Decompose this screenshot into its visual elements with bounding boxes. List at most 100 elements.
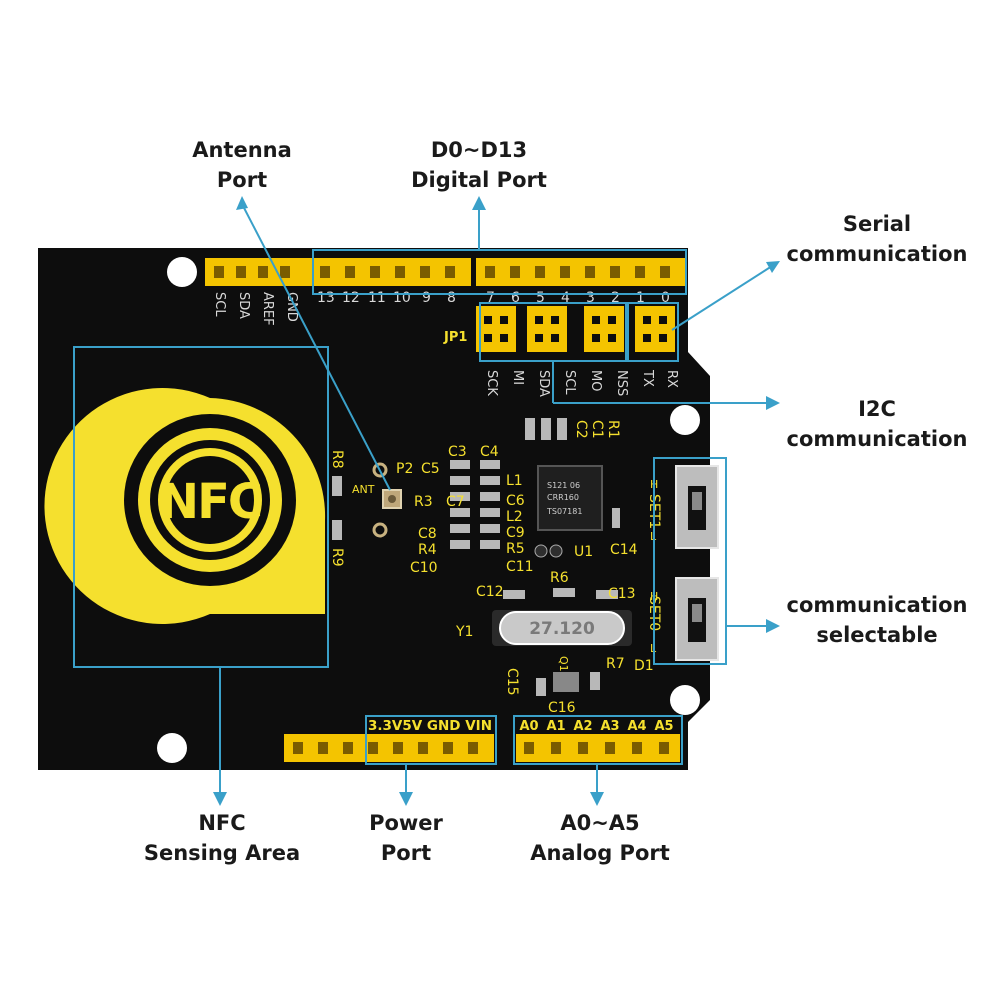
power-port-box (365, 715, 497, 765)
callout-i2c-communication: I2C communication (782, 394, 972, 454)
callout-arrows (213, 196, 780, 806)
pin-number: 11 (368, 290, 386, 306)
callout-line: I2C (858, 397, 896, 421)
callout-line: communication (786, 593, 968, 617)
jumper-signal: MI (510, 370, 525, 385)
component-label: C10 (410, 560, 438, 576)
callout-line: selectable (816, 623, 938, 647)
pin-label: SDA (236, 292, 251, 319)
component-label: L1 (506, 473, 523, 489)
component-label: C16 (548, 700, 576, 716)
component-label: P2 (396, 461, 413, 477)
callout-serial-communication: Serial communication (782, 209, 972, 269)
component-label: D1 (634, 658, 654, 674)
analog-pin-label: A4 (627, 719, 646, 734)
component-label: R7 (606, 656, 625, 672)
pin-number: 12 (342, 290, 360, 306)
component-labels: C2 C1 R1 C3 C4 R8 P2 C5 ANT L1 C6 R3 C7 … (329, 420, 662, 716)
digital-port-box (312, 249, 687, 295)
component-label: R5 (506, 541, 525, 557)
component-label: C14 (610, 542, 638, 558)
component-label: C15 (504, 668, 520, 696)
jumper-signal: SDA (536, 370, 551, 397)
analog-pin-label: A5 (654, 719, 673, 734)
arrow-serial (671, 265, 773, 331)
analog-pin-label: A1 (546, 719, 565, 734)
header-top-right (476, 258, 686, 286)
header-bottom-right (516, 734, 680, 762)
component-label: Y1 (455, 624, 473, 640)
switch-set1 (675, 465, 719, 549)
callout-line: Port (380, 841, 432, 865)
pin-number: 0 (661, 290, 670, 306)
callout-line: A0~A5 (560, 811, 640, 835)
pin-number: 5 (536, 290, 545, 306)
callout-line: Sensing Area (143, 841, 301, 865)
crystal-text: 27.120 (529, 619, 595, 639)
component-label: C4 (480, 444, 499, 460)
analog-pin-label: A3 (600, 719, 619, 734)
header-top-mid (313, 258, 471, 286)
pin-number: 9 (422, 290, 431, 306)
callout-line: Antenna (192, 138, 292, 162)
chip-text: CRR160 (547, 493, 579, 502)
analog-pin-labels: A0 A1 A2 A3 A4 A5 (519, 719, 673, 734)
pin-number: 4 (561, 290, 570, 306)
pin-number: 3 (586, 290, 595, 306)
mount-hole (670, 685, 700, 715)
component-label: R1 (605, 420, 621, 439)
arrowhead (766, 619, 780, 633)
callout-line: communication (786, 427, 968, 451)
power-header-label: 3.3V5V GND VIN (368, 719, 492, 734)
switch-set0 (675, 577, 719, 661)
arrowhead (766, 396, 780, 410)
smd-components (332, 418, 620, 696)
antenna-connector (372, 462, 402, 538)
component-label: C9 (506, 525, 525, 541)
jumper-box-serial (627, 302, 679, 362)
arrowhead (766, 261, 780, 273)
nfc-logo: NFC (44, 388, 326, 624)
pin-number: 7 (486, 290, 495, 306)
jumper-signal: RX (664, 370, 679, 388)
component-label: C11 (506, 559, 534, 575)
mount-hole (157, 733, 187, 763)
analog-pin-label: A2 (573, 719, 592, 734)
header-bottom-left (284, 734, 494, 762)
component-label: L2 (506, 509, 523, 525)
arrowhead (399, 792, 413, 806)
pin-label: GND (284, 292, 299, 322)
pin-number: 2 (611, 290, 620, 306)
jumper-signal-labels: SCK MI SDA SCL MO NSS TX RX (484, 369, 679, 397)
header-top-left (205, 258, 313, 286)
component-label: C7 (446, 494, 465, 510)
component-label: U1 (574, 544, 593, 560)
crystal: 27.120 (492, 610, 632, 646)
component-label: ANT (352, 483, 375, 496)
callout-line: Digital Port (411, 168, 547, 192)
callout-line: NFC (198, 811, 246, 835)
jumper-signal: SCL (562, 370, 577, 395)
callout-communication-selectable: communication selectable (782, 590, 972, 650)
jumper-label: JP1 (443, 330, 467, 345)
pin-number: 6 (511, 290, 520, 306)
component-label: R8 (329, 450, 345, 469)
component-label: C2 (573, 420, 589, 439)
arrowhead (213, 792, 227, 806)
callout-antenna-port: Antenna Port (172, 135, 312, 195)
component-label: C6 (506, 493, 525, 509)
pin-label: AREF (260, 292, 275, 326)
component-label: Q1 (557, 656, 570, 672)
component-label: R9 (329, 548, 345, 567)
callout-line: D0~D13 (430, 138, 528, 162)
pin-label: SCL (212, 292, 227, 317)
pin-numbers-top-right: 7 6 5 4 3 2 1 0 (486, 290, 670, 306)
callout-line: Analog Port (530, 841, 670, 865)
component-label: C3 (448, 444, 467, 460)
mount-hole (167, 257, 197, 287)
callout-power-port: Power Port (346, 808, 466, 868)
pin-labels-top-left: SCL SDA AREF GND (212, 292, 299, 326)
highlight-boxes (73, 249, 727, 765)
component-label: R6 (550, 570, 569, 586)
